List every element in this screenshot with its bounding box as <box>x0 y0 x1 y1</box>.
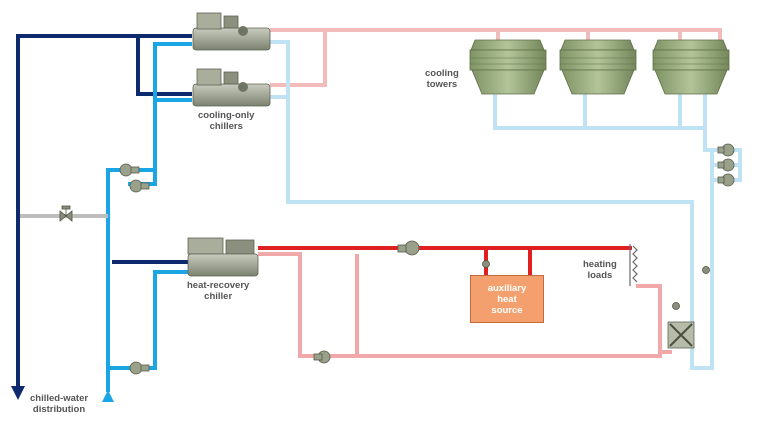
chilled-pump-3 <box>129 361 150 375</box>
chilled-water-piping <box>16 34 192 392</box>
cooling-tower-3 <box>652 39 730 95</box>
cooling-tower-1 <box>469 39 547 95</box>
auxiliary-heat-source-box: auxiliary heat source <box>470 275 544 323</box>
aux-valve-1-icon <box>482 260 490 268</box>
hx-valve-icon <box>672 302 680 310</box>
cooling-tower-2 <box>559 39 637 95</box>
tower-pump-2 <box>717 158 735 172</box>
distribution-supply-arrow <box>11 386 25 400</box>
distribution-return-arrow <box>102 390 114 402</box>
hot-water-pump <box>397 240 420 256</box>
heating-load-coil-icon <box>629 244 638 286</box>
tower-pump-3 <box>717 173 735 187</box>
heat-recovery-chiller <box>187 237 259 277</box>
chilled-water-distribution-label: chilled-water distribution <box>30 393 89 415</box>
heat-recovery-chiller-label: heat-recovery chiller <box>187 280 250 302</box>
aux-line-3: source <box>491 304 523 316</box>
cooling-only-chiller-1 <box>192 12 271 51</box>
tower-pump-1 <box>717 143 735 157</box>
chilled-pump-1 <box>119 163 140 177</box>
aux-line-2: heat <box>497 293 517 305</box>
chilled-pump-2 <box>129 179 150 193</box>
cooling-only-chiller-2 <box>192 68 271 107</box>
aux-line-1: auxiliary <box>487 282 527 294</box>
cooling-only-chillers-label: cooling-only chillers <box>198 110 255 132</box>
tower-valve-icon <box>702 266 710 274</box>
hot-return-pump <box>313 350 331 364</box>
heating-loads-label: heating loads <box>583 259 617 281</box>
bypass-valve-icon <box>59 205 73 222</box>
heat-exchanger-icon <box>667 321 695 349</box>
cooling-towers-label: cooling towers <box>425 68 459 90</box>
